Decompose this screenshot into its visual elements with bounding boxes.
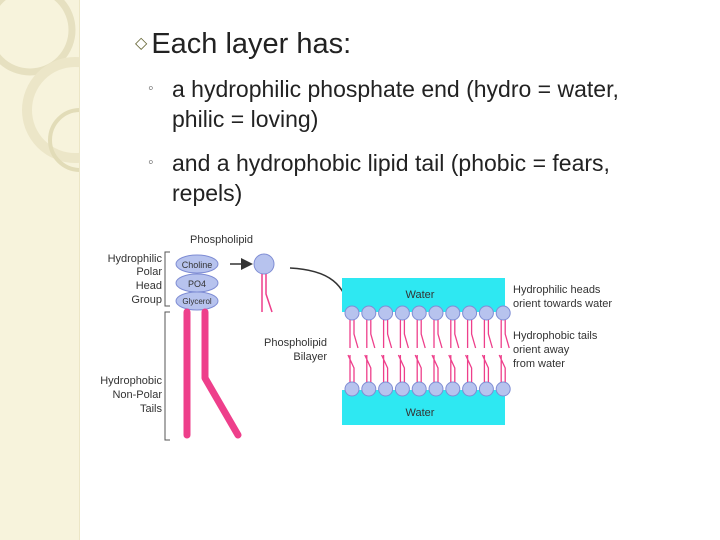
svg-text:orient towards water: orient towards water	[513, 298, 612, 310]
circle-bullet-icon: ◦	[148, 80, 154, 97]
bilayer-head-top	[445, 305, 461, 321]
svg-text:orient away: orient away	[513, 344, 570, 356]
tail-bracket	[164, 311, 170, 441]
glycerol-text: Glycerol	[182, 297, 212, 306]
water-bottom-label: Water	[406, 407, 435, 419]
glycerol-oval	[175, 291, 219, 311]
svg-text:Group: Group	[131, 294, 162, 306]
decorative-circles	[0, 0, 79, 172]
head-bracket	[164, 251, 170, 307]
svg-text:Hydrophobic tails: Hydrophobic tails	[513, 330, 598, 342]
tails-label: Hydrophobic Non-Polar Tails	[100, 375, 162, 415]
bilayer-head-top	[394, 305, 410, 321]
decorative-side-panel	[0, 0, 80, 540]
heading-text: Each layer has:	[151, 28, 352, 60]
water-top-label: Water	[406, 289, 435, 301]
bilayer-tail-bottom	[481, 354, 490, 382]
bilayer-head-bottom	[445, 381, 461, 397]
big-tails	[183, 308, 242, 439]
svg-text:Polar: Polar	[136, 266, 162, 278]
svg-text:Hydrophilic heads: Hydrophilic heads	[513, 284, 601, 296]
choline-oval	[175, 254, 219, 274]
svg-text:Hydrophobic: Hydrophobic	[100, 375, 162, 387]
svg-text:from water: from water	[513, 358, 565, 370]
choline-text: Choline	[182, 260, 213, 270]
circle-bullet-icon: ◦	[148, 154, 154, 171]
bilayer-head-top	[462, 305, 478, 321]
bilayer-tail-bottom	[397, 354, 406, 382]
small-phospholipid	[253, 253, 275, 313]
heading-bullet-icon: ◇	[135, 35, 148, 52]
bullet-hydrophilic: ◦ a hydrophilic phosphate end (hydro = w…	[148, 74, 672, 134]
bilayer-head-top	[478, 305, 494, 321]
bilayer-tail-top	[349, 320, 359, 349]
bilayer-head-top	[378, 305, 394, 321]
bullet-text: a hydrophilic phosphate end (hydro = wat…	[172, 76, 619, 132]
bilayer-head-bottom	[411, 381, 427, 397]
svg-text:Phospholipid: Phospholipid	[264, 337, 327, 349]
bilayer-head-top	[495, 305, 511, 321]
bilayer-molecules	[344, 305, 511, 397]
bilayer-tail-top	[466, 320, 477, 349]
bilayer-tail-bottom	[465, 354, 473, 382]
bilayer-head-top	[361, 305, 377, 321]
bilayer-head-bottom	[462, 381, 478, 397]
bilayer-label: Phospholipid Bilayer	[264, 337, 327, 363]
phospholipid-label: Phospholipid	[190, 234, 253, 246]
bilayer-tail-top	[382, 320, 393, 349]
bilayer-head-top	[344, 305, 360, 321]
bilayer-tail-bottom	[498, 354, 506, 382]
bullet-hydrophobic: ◦ and a hydrophobic lipid tail (phobic =…	[148, 148, 672, 208]
svg-text:Non-Polar: Non-Polar	[112, 389, 162, 401]
curved-arrow-icon	[289, 267, 355, 315]
svg-text:Head: Head	[136, 280, 162, 292]
bilayer-head-top	[411, 305, 427, 321]
svg-text:Hydrophilic: Hydrophilic	[108, 253, 163, 265]
tails-note: Hydrophobic tails orient away from water	[513, 330, 598, 370]
bilayer-tail-bottom	[381, 354, 389, 382]
bilayer-head-bottom	[394, 381, 410, 397]
bilayer-head-bottom	[378, 381, 394, 397]
phosphate-text: PO4	[188, 279, 206, 289]
bilayer-head-bottom	[428, 381, 444, 397]
bilayer-tail-top	[450, 320, 460, 349]
bilayer-tail-top	[416, 320, 426, 349]
bilayer-head-bottom	[361, 381, 377, 397]
bilayer-tail-top	[399, 320, 410, 349]
bilayer-head-bottom	[495, 381, 511, 397]
bilayer-head-top	[428, 305, 444, 321]
slide-heading: ◇Each layer has:	[135, 28, 351, 61]
bilayer-tail-top	[483, 320, 494, 349]
bilayer-tail-bottom	[414, 354, 422, 382]
bilayer-tail-top	[433, 320, 443, 349]
bilayer-tail-top	[366, 320, 376, 349]
bilayer-tail-top	[500, 320, 510, 349]
bilayer-head-bottom	[344, 381, 360, 397]
head-group-label: Hydrophilic Polar Head Group	[108, 253, 163, 306]
bilayer-tail-bottom	[431, 354, 439, 382]
bilayer-tail-bottom	[448, 354, 456, 382]
bullet-text: and a hydrophobic lipid tail (phobic = f…	[172, 150, 610, 206]
bilayer-tail-bottom	[364, 354, 372, 382]
svg-text:Tails: Tails	[140, 403, 163, 415]
svg-text:Bilayer: Bilayer	[293, 351, 327, 363]
bilayer-tail-bottom	[347, 354, 355, 382]
bilayer-head-bottom	[478, 381, 494, 397]
heads-note: Hydrophilic heads orient towards water	[513, 284, 612, 310]
